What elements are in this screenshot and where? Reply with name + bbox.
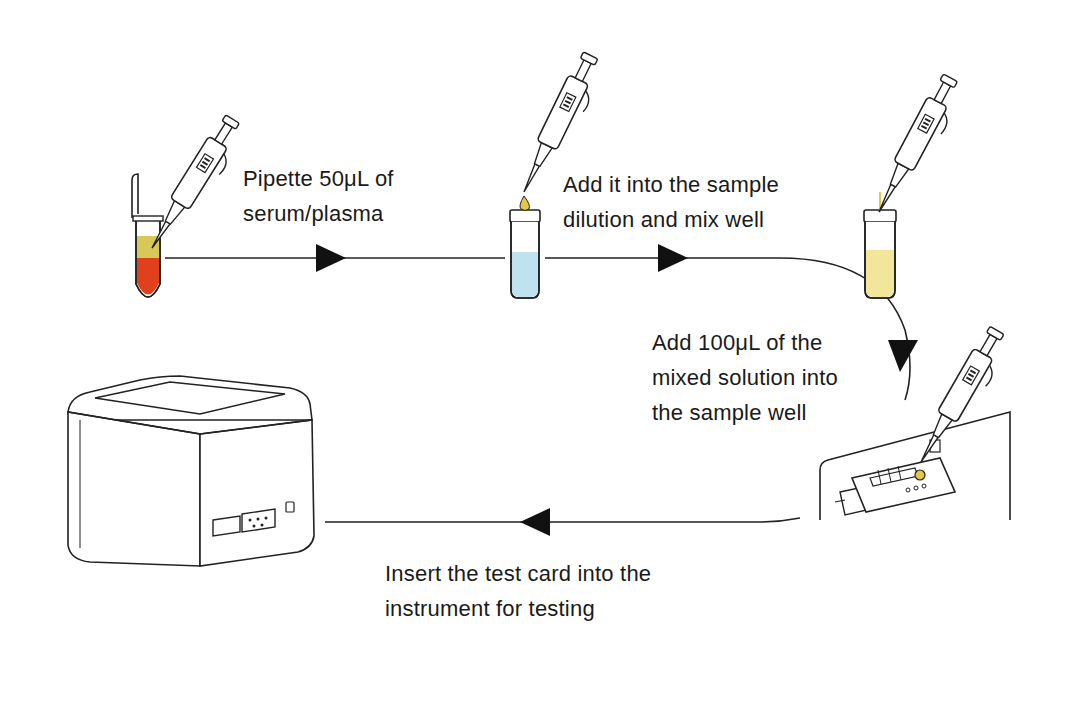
step-label: Insert the test card into the instrument… xyxy=(385,556,690,626)
step-label: Add 100μL of the mixed solution into the… xyxy=(652,325,872,430)
step-label: Add it into the sample dilution and mix … xyxy=(563,167,825,237)
step-label: Pipette 50μL of serum/plasma xyxy=(243,161,448,231)
